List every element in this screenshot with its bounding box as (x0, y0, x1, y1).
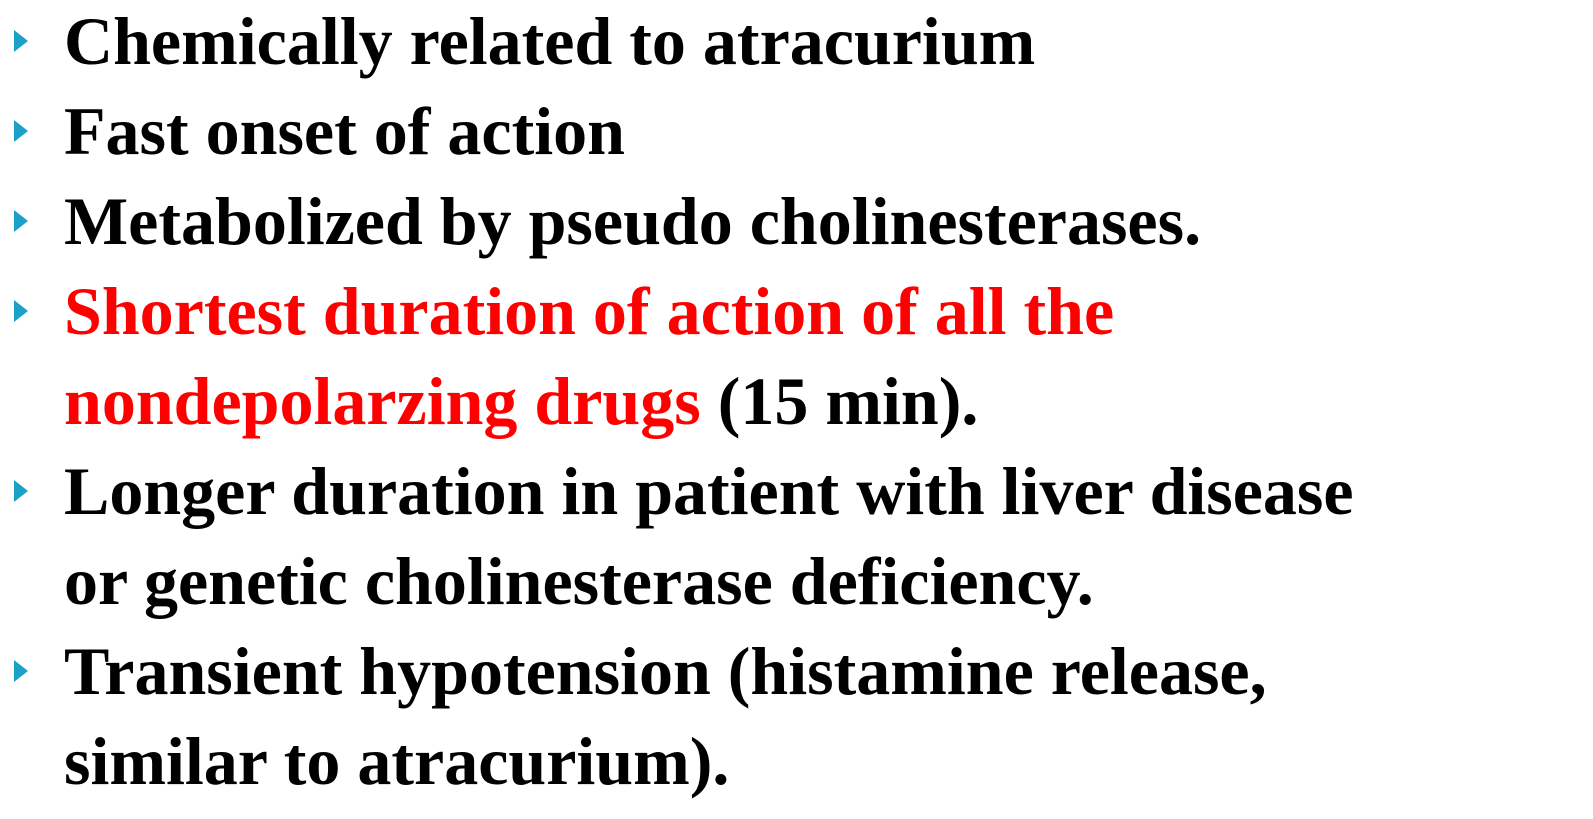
bullet-text: Chemically related to atracurium (64, 3, 1036, 79)
emphasis-text-line-2: nondepolarzing drugs (64, 363, 701, 439)
triangle-bullet-icon (14, 30, 28, 52)
bullet-item-1: Chemically related to atracurium (0, 0, 1593, 86)
duration-text: (15 min). (700, 363, 979, 439)
bullet-text: Fast onset of action (64, 93, 625, 169)
triangle-bullet-icon (14, 120, 28, 142)
bullet-item-4: Shortest duration of action of all the n… (0, 266, 1593, 446)
triangle-bullet-icon (14, 660, 28, 682)
bullet-text-line-2: similar to atracurium). (64, 723, 730, 799)
bullet-item-6: Transient hypotension (histamine release… (0, 626, 1593, 806)
bullet-item-5: Longer duration in patient with liver di… (0, 446, 1593, 626)
bullet-item-2: Fast onset of action (0, 86, 1593, 176)
bullet-text: Metabolized by pseudo cholinesterases. (64, 183, 1202, 259)
emphasis-text-line-1: Shortest duration of action of all the (64, 273, 1115, 349)
bullet-text-line-1: Longer duration in patient with liver di… (64, 453, 1354, 529)
bullet-text-line-2: or genetic cholinesterase deficiency. (64, 543, 1094, 619)
triangle-bullet-icon (14, 300, 28, 322)
triangle-bullet-icon (14, 480, 28, 502)
bullet-text-line-1: Transient hypotension (histamine release… (64, 633, 1267, 709)
bullet-item-3: Metabolized by pseudo cholinesterases. (0, 176, 1593, 266)
triangle-bullet-icon (14, 210, 28, 232)
